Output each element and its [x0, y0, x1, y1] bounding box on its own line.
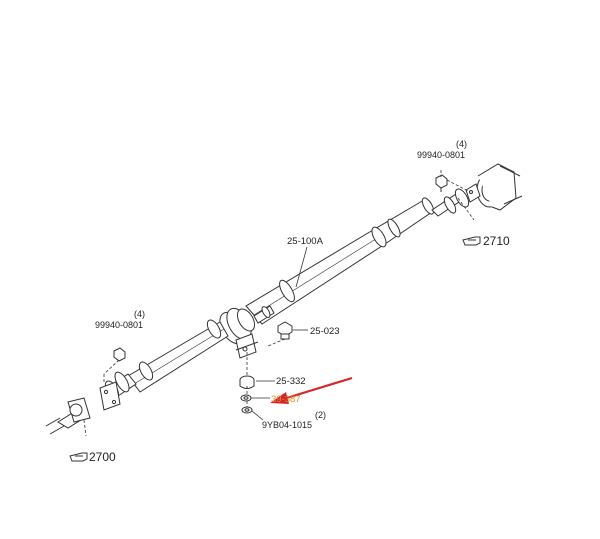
- label-main-shaft: 25-100A: [287, 236, 324, 247]
- front-shaft: [99, 319, 229, 411]
- label-bolt-left-qty: (4): [134, 309, 145, 319]
- hand-marker-2710: [462, 236, 481, 246]
- bolt-25-023: [277, 321, 293, 340]
- mount-25-332: [239, 375, 255, 389]
- label-bolt-top-qty: (4): [456, 139, 467, 149]
- rear-shaft: [245, 188, 470, 325]
- front-flange: [45, 397, 91, 435]
- label-25-023: 25-023: [310, 326, 340, 337]
- label-39-387: 39-387: [271, 394, 301, 405]
- label-bolt-top-code: 99940-0801: [417, 150, 465, 160]
- bolt-top: [435, 174, 448, 192]
- highlight-arrow: [270, 376, 353, 404]
- label-ref-2710: 2710: [483, 234, 510, 248]
- dashed-leaders: [83, 170, 475, 437]
- hand-marker-2700: [69, 452, 88, 462]
- label-washer-qty: (2): [315, 410, 326, 420]
- leader-lines: [251, 246, 308, 421]
- label-washer-code: 9YB04-1015: [262, 420, 312, 430]
- washer-39-387: [240, 394, 252, 402]
- rear-flange: [465, 163, 523, 211]
- label-25-332: 25-332: [276, 376, 306, 387]
- center-bearing: [219, 305, 275, 359]
- label-ref-2700: 2700: [89, 450, 116, 464]
- bolt-left: [113, 347, 126, 362]
- washer-9yb04: [241, 406, 253, 414]
- label-bolt-left-code: 99940-0801: [95, 320, 143, 330]
